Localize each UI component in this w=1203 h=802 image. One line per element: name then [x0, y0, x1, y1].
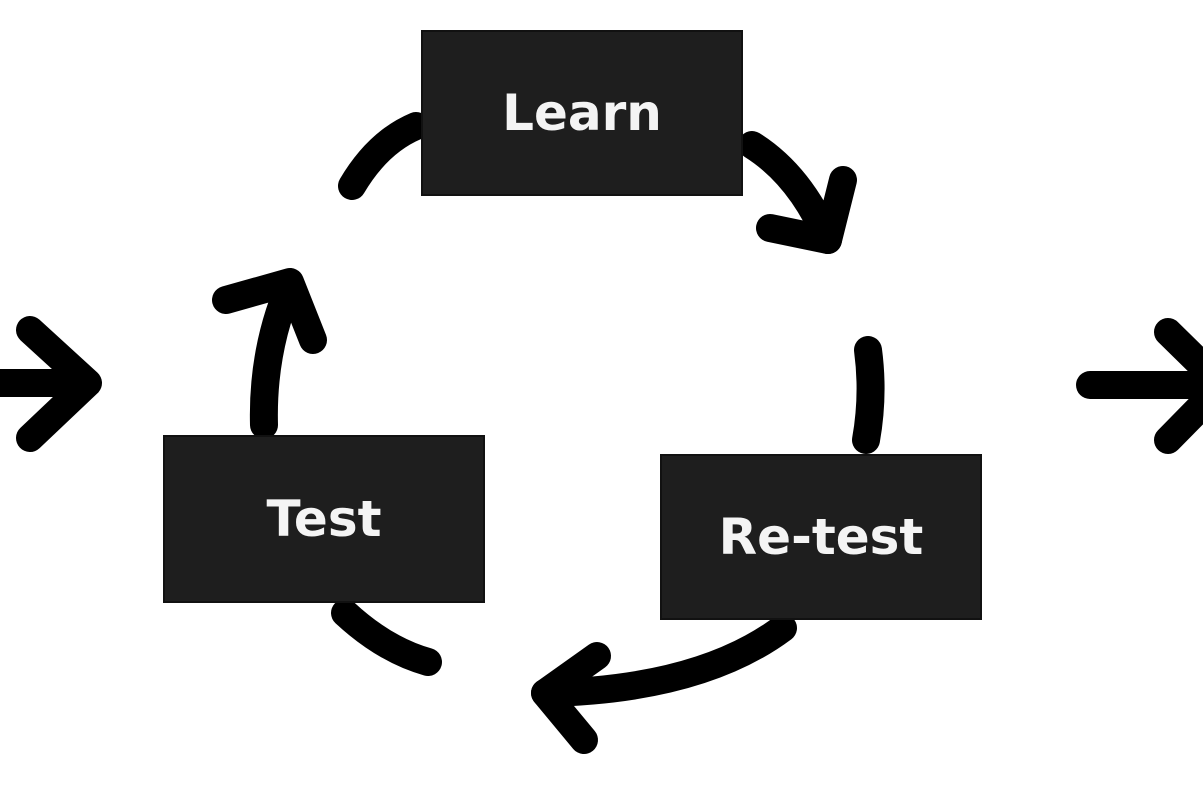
entry-arrow	[0, 316, 102, 452]
learn-box: Learn	[421, 30, 743, 196]
retest-label: Re-test	[718, 508, 924, 566]
learn-left-arc	[338, 112, 430, 200]
learn-to-retest-arrow	[738, 131, 857, 254]
retest-to-test-arrow	[531, 614, 797, 754]
retest-box: Re-test	[660, 454, 982, 620]
test-to-learn-arrow	[212, 268, 327, 439]
retest-upper-arc	[852, 336, 885, 454]
test-label: Test	[266, 490, 382, 548]
test-box: Test	[163, 435, 485, 603]
exit-arrow	[1076, 318, 1203, 454]
learn-label: Learn	[502, 84, 662, 142]
test-lower-arc	[331, 599, 442, 676]
